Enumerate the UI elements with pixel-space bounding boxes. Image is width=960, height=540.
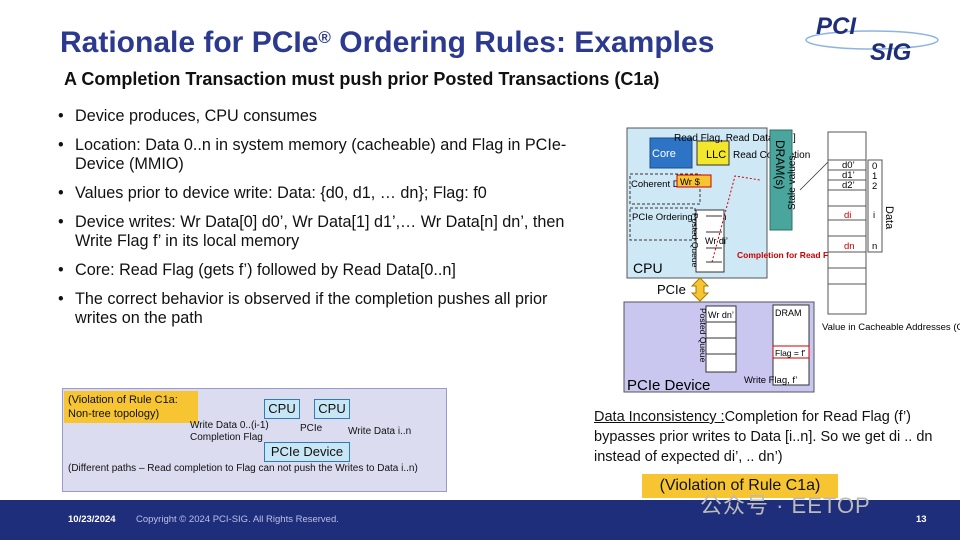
svg-text:n: n xyxy=(872,241,877,252)
cpu-box-2: CPU xyxy=(314,399,350,419)
svg-text:0: 0 xyxy=(872,161,877,172)
page-number: 13 xyxy=(916,514,927,525)
bullet-item: Location: Data 0..n in system memory (ca… xyxy=(58,136,593,174)
pci-sig-logo: PCI SIG xyxy=(805,13,939,66)
write-data-n-label: Write Data i..n xyxy=(348,426,412,437)
svg-text:Value in Cacheable Addresses (: Value in Cacheable Addresses (Caching Hi… xyxy=(822,322,960,333)
svg-text:di: di xyxy=(844,210,851,221)
bullet-item: Values prior to device write: Data: {d0,… xyxy=(58,184,593,203)
svg-text:d2’: d2’ xyxy=(842,180,855,191)
svg-text:PCIe: PCIe xyxy=(657,282,686,297)
slide-subtitle: A Completion Transaction must push prior… xyxy=(64,69,660,89)
bullet-item: Device writes: Wr Data[0] d0’, Wr Data[1… xyxy=(58,213,593,251)
svg-text:Posted Queue: Posted Queue xyxy=(690,213,700,268)
svg-text:d1’: d1’ xyxy=(842,170,855,181)
svg-text:Completion for Read Flag = f’: Completion for Read Flag = f’ xyxy=(737,250,855,260)
pcie-device-box: PCIe Device xyxy=(264,442,350,462)
bullet-list: Device produces, CPU consumes Location: … xyxy=(58,107,593,338)
svg-text:2: 2 xyxy=(872,181,877,192)
svg-text:Posted Queue: Posted Queue xyxy=(698,308,708,363)
svg-text:Stale values: Stale values xyxy=(787,156,798,210)
watermark: 公众号 · EETOP xyxy=(700,493,871,518)
violation-note: (Violation of Rule C1a: Non-tree topolog… xyxy=(64,391,198,423)
svg-text:Wr dn’: Wr dn’ xyxy=(708,310,734,320)
cpu-label: CPU xyxy=(633,260,663,276)
svg-text:Coherent Domain: Coherent Domain xyxy=(631,179,705,190)
bullet-item: The correct behavior is observed if the … xyxy=(58,290,593,328)
svg-text:1: 1 xyxy=(872,171,877,182)
svg-text:DRAM(s): DRAM(s) xyxy=(773,140,787,189)
footer-bar xyxy=(0,500,960,540)
pcie-link-label: PCIe xyxy=(300,423,323,434)
svg-text:Wr di’: Wr di’ xyxy=(705,236,728,246)
bullet-item: Device produces, CPU consumes xyxy=(58,107,593,126)
slide-title: Rationale for PCIe® Ordering Rules: Exam… xyxy=(60,26,715,59)
footer-copyright: Copyright © 2024 PCI-SIG. All Rights Res… xyxy=(136,514,339,525)
svg-text:PCI: PCI xyxy=(816,13,857,40)
svg-text:dn: dn xyxy=(844,241,855,252)
svg-text:SIG: SIG xyxy=(870,39,911,66)
svg-text:PCIe Ordering domain: PCIe Ordering domain xyxy=(632,212,727,223)
svg-text:Data: Data xyxy=(883,206,895,230)
svg-text:d0’: d0’ xyxy=(842,160,855,171)
cpu-box-1: CPU xyxy=(264,399,300,419)
pcie-device-label: PCIe Device xyxy=(627,377,710,394)
footer-date: 10/23/2024 xyxy=(68,514,116,525)
svg-text:Read Flag, Read Data[0..n]: Read Flag, Read Data[0..n] xyxy=(674,133,796,144)
svg-text:DRAM: DRAM xyxy=(775,308,802,318)
bullet-item: Core: Read Flag (gets f’) followed by Re… xyxy=(58,261,593,280)
data-inconsistency-text: Data Inconsistency :Completion for Read … xyxy=(594,409,933,465)
different-paths-note: (Different paths – Read completion to Fl… xyxy=(68,463,418,474)
core-label: Core xyxy=(652,148,676,160)
write-data-label: Write Data 0..(i-1) Completion Flag xyxy=(190,420,269,443)
svg-text:i: i xyxy=(873,210,875,221)
llc-label: LLC xyxy=(706,149,726,161)
svg-text:Wr $: Wr $ xyxy=(680,177,701,188)
svg-text:Write Flag, f’: Write Flag, f’ xyxy=(744,375,797,386)
svg-text:Flag = f’: Flag = f’ xyxy=(775,348,806,358)
rule-violation-badge: (Violation of Rule C1a) xyxy=(642,474,838,498)
